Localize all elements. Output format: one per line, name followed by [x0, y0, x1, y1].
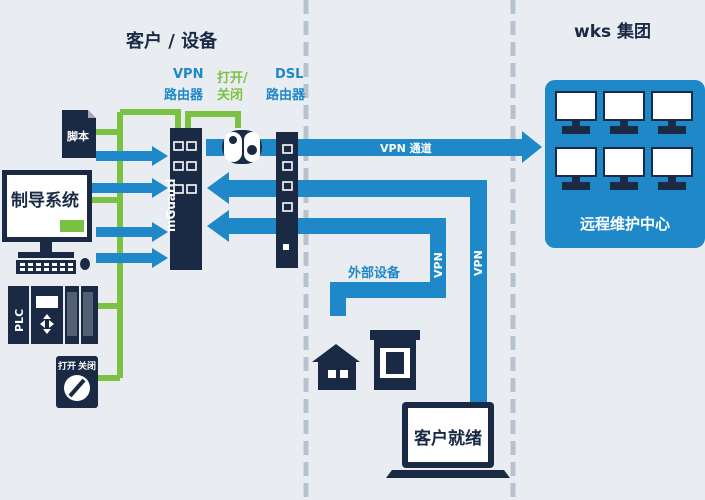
plc-label: PLC [13, 308, 26, 332]
monitor-icon [651, 91, 693, 121]
mguard-label: mGuard [164, 178, 178, 232]
switch-label-line2: 关闭 [217, 88, 244, 103]
control-system-label: 制导系统 [11, 191, 79, 211]
monitor-icon [603, 91, 645, 121]
control-system-icon [2, 170, 92, 274]
vpn-router-label-line2: 路由器 [164, 88, 204, 103]
monitor-icon [555, 147, 597, 177]
vpn-router-label-line1: VPN [173, 67, 204, 82]
customer-laptop-icon [386, 402, 510, 478]
on-off-switch [222, 130, 262, 164]
customer-zone-title: 客户 / 设备 [126, 31, 218, 52]
shop-icon [370, 330, 420, 390]
vpn-path-b-label: VPN [472, 250, 485, 276]
dsl-router-label-line1: DSL [275, 67, 304, 82]
plc-rack-icon [8, 286, 98, 344]
dsl-router-device [276, 132, 298, 268]
monitor-icon [651, 147, 693, 177]
vpn-tunnel-label: VPN 通道 [380, 142, 432, 155]
key-switch-off-label: 关闭 [78, 362, 97, 372]
script-label: 脚本 [67, 130, 89, 143]
monitor-icon [603, 147, 645, 177]
remote-center-label: 远程维护中心 [580, 215, 671, 233]
switch-label-line1: 打开/ [217, 71, 248, 86]
script-document-icon [62, 110, 96, 158]
vpn-path-a [207, 210, 446, 316]
monitor-icon [555, 91, 597, 121]
mguard-device [170, 128, 202, 270]
wks-zone-title: wks 集团 [574, 22, 652, 42]
dsl-router-label-line2: 路由器 [266, 88, 306, 103]
laptop-label: 客户就绪 [414, 429, 482, 449]
remote-monitors [555, 91, 693, 177]
key-switch-icon [56, 356, 98, 408]
house-icon [312, 344, 360, 390]
external-devices-label: 外部设备 [348, 266, 401, 281]
key-switch-on-label: 打开 [58, 362, 77, 372]
vpn-path-a-label: VPN [432, 252, 445, 278]
